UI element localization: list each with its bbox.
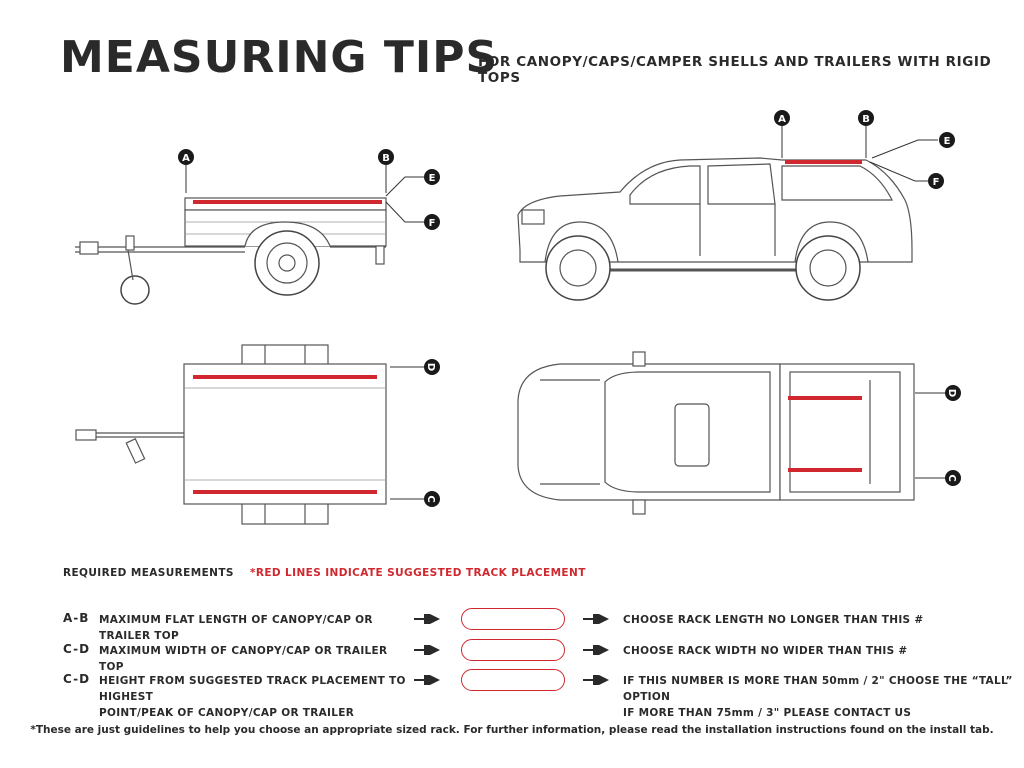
- row-code: C-D: [63, 672, 91, 686]
- measurement-row-length: A-B MAXIMUM FLAT LENGTH OF CANOPY/CAP OR…: [0, 608, 1024, 651]
- marker-e-label: E: [944, 136, 951, 147]
- marker-a-truck: A: [774, 110, 790, 126]
- required-measurements-heading: REQUIRED MEASUREMENTS *RED LINES INDICAT…: [63, 567, 586, 579]
- trailer-side-view: [75, 197, 387, 305]
- arrow-right-icon: [414, 645, 440, 655]
- truck-top-view: [517, 351, 915, 515]
- row-result: CHOOSE RACK WIDTH NO WIDER THAN THIS #: [623, 645, 908, 657]
- arrow-right-icon: [583, 614, 609, 624]
- marker-c-label: C: [425, 495, 436, 502]
- arrow-right-icon: [583, 645, 609, 655]
- red-lines-note: *RED LINES INDICATE SUGGESTED TRACK PLAC…: [249, 567, 586, 579]
- arrow-right-icon: [414, 614, 440, 624]
- marker-b-label: B: [382, 153, 390, 164]
- row-code: C-D: [63, 642, 91, 656]
- marker-c-truck: C: [945, 470, 961, 486]
- footnote: *These are just guidelines to help you c…: [30, 724, 994, 736]
- required-label: REQUIRED MEASUREMENTS: [63, 567, 234, 579]
- marker-b-truck: B: [858, 110, 874, 126]
- row-description: HEIGHT FROM SUGGESTED TRACK PLACEMENT TO…: [99, 673, 409, 721]
- marker-a-trailer: A: [178, 149, 194, 165]
- row-description-line-2: POINT/PEAK OF CANOPY/CAP OR TRAILER: [99, 707, 355, 719]
- marker-f-trailer: F: [424, 214, 440, 230]
- marker-d-truck: D: [945, 385, 961, 401]
- marker-b-label: B: [862, 114, 870, 125]
- measurement-row-width: C-D MAXIMUM WIDTH OF CANOPY/CAP OR TRAIL…: [0, 639, 1024, 682]
- measurement-row-height: C-D HEIGHT FROM SUGGESTED TRACK PLACEMEN…: [0, 669, 1024, 719]
- marker-f-truck: F: [928, 173, 944, 189]
- marker-d-label: D: [946, 389, 957, 397]
- marker-a-label: A: [182, 153, 190, 164]
- length-input-box[interactable]: [461, 608, 565, 630]
- row-result-line-1: IF THIS NUMBER IS MORE THAN 50mm / 2" CH…: [623, 675, 1013, 703]
- marker-d-label: D: [425, 363, 436, 371]
- marker-d-trailer: D: [424, 359, 440, 375]
- leader-lines: [185, 126, 945, 500]
- marker-f-label: F: [933, 177, 940, 188]
- height-input-box[interactable]: [461, 669, 565, 691]
- marker-a-label: A: [778, 114, 786, 125]
- trailer-top-view: [75, 344, 387, 525]
- marker-e-label: E: [429, 173, 436, 184]
- page-title: MEASURING TIPS: [60, 32, 499, 83]
- row-result: CHOOSE RACK LENGTH NO LONGER THAN THIS #: [623, 614, 924, 626]
- marker-f-label: F: [429, 218, 436, 229]
- marker-c-trailer: C: [424, 491, 440, 507]
- page-subtitle: FOR CANOPY/CAPS/CAMPER SHELLS AND TRAILE…: [478, 54, 992, 86]
- row-result: IF THIS NUMBER IS MORE THAN 50mm / 2" CH…: [623, 673, 1013, 721]
- row-description: MAXIMUM WIDTH OF CANOPY/CAP OR TRAILER T…: [99, 645, 388, 673]
- width-input-box[interactable]: [461, 639, 565, 661]
- marker-e-truck: E: [939, 132, 955, 148]
- arrow-right-icon: [583, 675, 609, 685]
- truck-side-view: [517, 157, 913, 301]
- marker-c-label: C: [946, 474, 957, 481]
- marker-b-trailer: B: [378, 149, 394, 165]
- arrow-right-icon: [414, 675, 440, 685]
- row-result-line-2: IF MORE THAN 75mm / 3" PLEASE CONTACT US: [623, 707, 912, 719]
- row-description: MAXIMUM FLAT LENGTH OF CANOPY/CAP OR TRA…: [99, 614, 373, 642]
- row-description-line-1: HEIGHT FROM SUGGESTED TRACK PLACEMENT TO…: [99, 675, 406, 703]
- row-code: A-B: [63, 611, 90, 625]
- marker-e-trailer: E: [424, 169, 440, 185]
